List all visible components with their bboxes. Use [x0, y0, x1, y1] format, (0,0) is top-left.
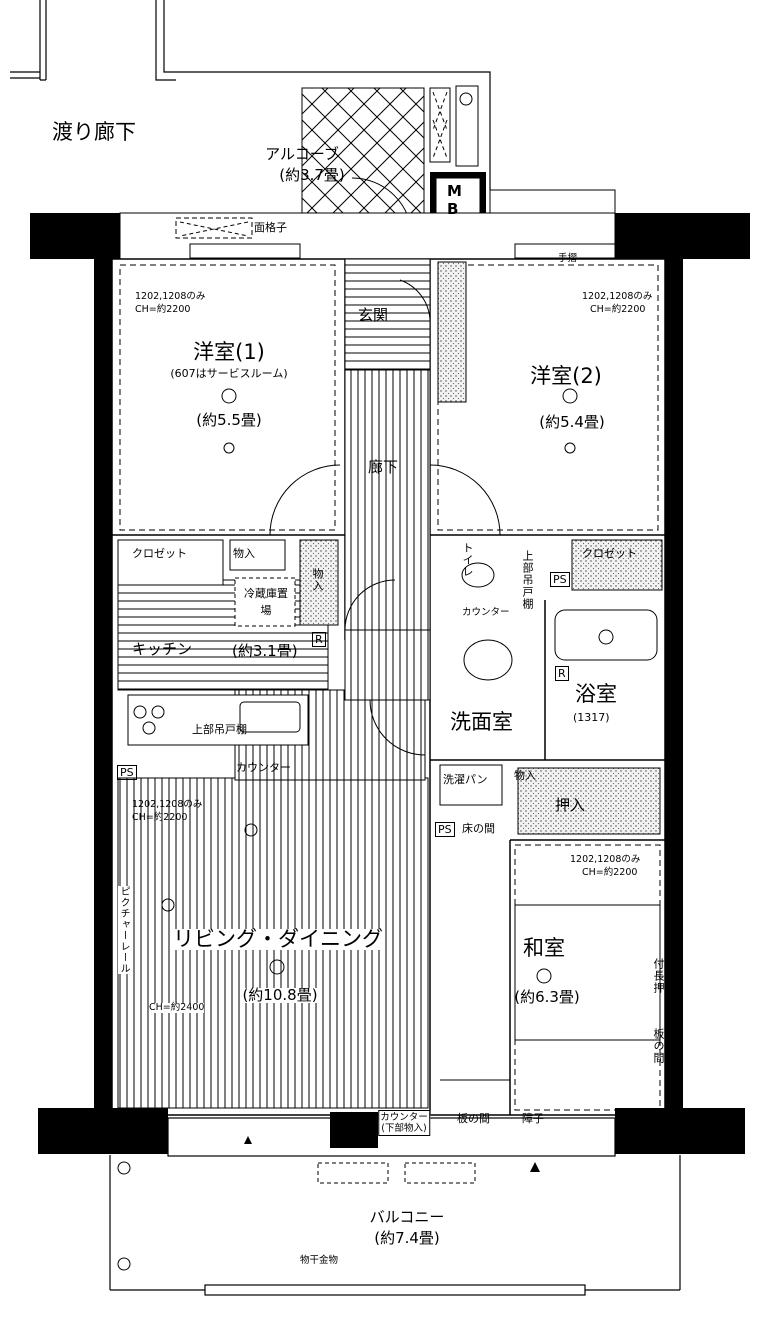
- japanese-size: (約6.3畳): [514, 988, 580, 1006]
- exterior-walls: [30, 213, 750, 1154]
- living-ch-line1: 1202,1208のみ: [132, 799, 203, 810]
- room2-ch-line2: CH=約2200: [590, 304, 646, 315]
- living-ch-line2: CH=約2200: [132, 812, 188, 823]
- toilet-label: トイレ: [461, 542, 474, 578]
- tokonoma-label: 床の間: [462, 822, 495, 835]
- corridor-structure: [10, 0, 491, 190]
- counter-label: カウンター: [236, 761, 291, 774]
- washroom-label: 洗面室: [450, 710, 513, 734]
- ps-label-3: PS: [435, 822, 455, 837]
- toilet-counter-label: カウンター: [462, 607, 510, 618]
- room2-label: 洋室(2): [530, 364, 602, 388]
- storage-label-2: 物入: [311, 568, 324, 592]
- upper-cabinet-label: 上部吊戸棚: [192, 723, 247, 736]
- room1-label: 洋室(1): [193, 340, 265, 364]
- room1-note: (607はサービスルーム): [170, 367, 288, 380]
- ps-label-1: PS: [117, 765, 137, 780]
- washpan-label: 洗濯パン: [443, 773, 488, 786]
- counter-under-label: カウンター (下部物入): [378, 1110, 430, 1136]
- living-label: リビング・ダイニング: [173, 927, 383, 951]
- room1-size: (約5.5畳): [196, 411, 262, 429]
- living-size: (約10.8畳): [242, 986, 318, 1004]
- japanese-label: 和室: [523, 936, 565, 960]
- grille-label: 面格子: [254, 221, 287, 234]
- balcony-label: バルコニー: [369, 1208, 445, 1226]
- fridge-label: 冷蔵庫置場: [244, 587, 288, 617]
- bath-label: 浴室: [575, 682, 617, 706]
- closet-label-1: クロゼット: [132, 547, 187, 560]
- room2-ch-line1: 1202,1208のみ: [582, 291, 653, 302]
- room1-ch-line1: 1202,1208のみ: [135, 291, 206, 302]
- living-ch-2400: CH=約2400: [149, 1002, 205, 1013]
- itanoma-label: 板の間: [457, 1112, 490, 1125]
- alcove-label: アルコーブ: [265, 145, 339, 163]
- japanese-ch-line1: 1202,1208のみ: [570, 854, 641, 865]
- closet-label-2: クロゼット: [582, 547, 637, 560]
- room2-size: (約5.4畳): [539, 413, 605, 431]
- laundry-label: 物干金物: [299, 1255, 339, 1266]
- hallway-floor: [344, 369, 431, 631]
- nageshi-label: 付長押: [652, 958, 665, 994]
- itanoma-vertical-label: 板の間: [652, 1028, 665, 1064]
- storage-label-3: 物入: [514, 769, 536, 782]
- storage-label-1: 物入: [233, 547, 255, 560]
- entrance-label: 玄関: [358, 306, 389, 324]
- japanese-ch-line2: CH=約2200: [582, 867, 638, 878]
- balcony-size: (約7.4畳): [374, 1229, 440, 1247]
- shoji-label: 障子: [522, 1112, 544, 1125]
- balcony-area: [109, 1117, 681, 1296]
- ps-label-2: PS: [550, 572, 570, 587]
- hallway-label: 廊下: [368, 458, 399, 476]
- upper-shelf-label: 上部吊戸棚: [521, 550, 534, 610]
- bath-size: (1317): [573, 711, 610, 724]
- corridor-label: 渡り廊下: [52, 120, 136, 144]
- room1-ch-line2: CH=約2200: [135, 304, 191, 315]
- picture-rail-label: ピクチャーレール: [118, 886, 129, 974]
- handrail-label: 手摺: [558, 253, 578, 264]
- r-label-1: R: [312, 632, 326, 647]
- r-label-2: R: [555, 666, 569, 681]
- alcove-size: (約3.7畳): [279, 166, 345, 184]
- kitchen-label: キッチン: [132, 640, 193, 658]
- kitchen-size: (約3.1畳): [232, 642, 298, 660]
- oshiire-label: 押入: [555, 796, 586, 814]
- mb-label: M B: [447, 182, 462, 218]
